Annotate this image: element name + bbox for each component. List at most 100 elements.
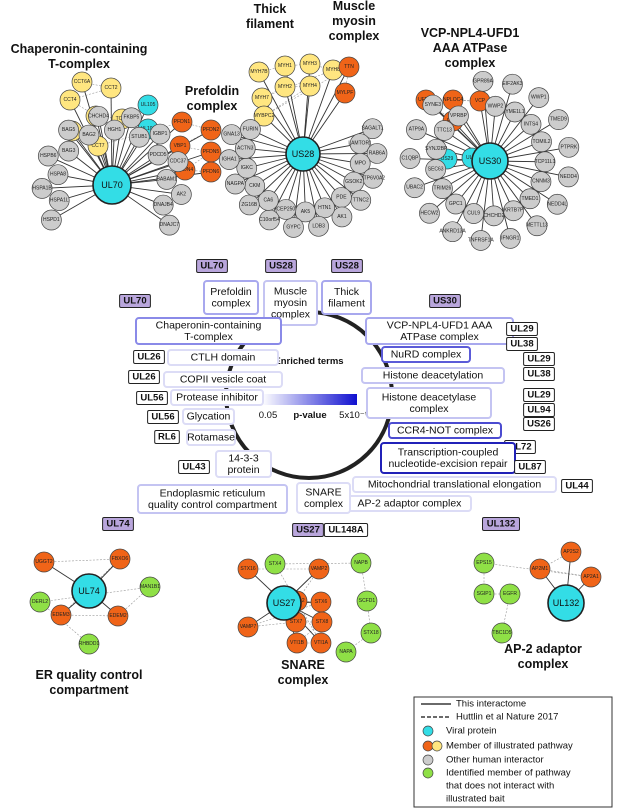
node-wwp1: WWP1: [528, 87, 550, 108]
node-hgh1: HGH1: [104, 119, 125, 141]
node-scfd1: SCFD1: [356, 590, 378, 612]
node-label: UBAC2: [406, 185, 423, 191]
term-box: [167, 349, 279, 366]
bait-tag-label: UL26: [137, 352, 160, 363]
node-circle: [473, 552, 495, 574]
node-label: METTL13: [526, 223, 548, 229]
node-circle: [218, 149, 240, 170]
hub-ul74: UL74: [71, 573, 107, 609]
bait-tag-label: UL70: [123, 296, 146, 307]
node-circle: [286, 632, 308, 654]
node-label: TBC1D5: [492, 630, 511, 636]
node-circle: [433, 120, 455, 141]
node-tmed9: TMED9: [548, 109, 569, 130]
term-label: COPII vesicle coat: [180, 374, 266, 386]
node-circle: [335, 641, 357, 663]
node-cdc37: CDC37: [167, 151, 189, 173]
node-label: TCP11L1: [535, 159, 556, 165]
bait-tag-label: UL70: [200, 261, 223, 272]
node-label: MYH3: [303, 61, 317, 67]
node-gsok2: GSOK2: [343, 171, 365, 193]
legend-label: Huttlin et al Nature 2017: [456, 712, 558, 723]
node-circle: [149, 123, 171, 145]
node-cnnm3: CNNM3: [530, 171, 552, 193]
node-label: MPO: [355, 160, 367, 166]
node-ankrd13a: ANKRD13A: [439, 221, 466, 243]
node-circle: [78, 633, 100, 655]
term-label: CTLH domain: [191, 352, 256, 364]
legend-item-illustrated-bait: illustrated bait: [446, 794, 505, 805]
bait-tag-ul43: UL43: [178, 460, 210, 474]
pvalue-label: p-value: [293, 410, 326, 421]
network-title: Chaperonin-containing: [11, 42, 148, 56]
bait-tag-label: US26: [527, 419, 551, 430]
node-circle: [264, 553, 286, 575]
bait-tag-ul26: UL26: [133, 350, 165, 364]
pvalue-low: 0.05: [259, 410, 278, 421]
node-yme1l1: YME1L1: [504, 101, 526, 123]
hub-ul132: UL132: [547, 584, 585, 622]
node-cct6a: CCT6A: [71, 71, 93, 93]
network-title: SNARE: [281, 658, 325, 672]
node-circle: [237, 558, 259, 580]
node-circle: [107, 605, 129, 627]
legend-dot-icon: [422, 767, 434, 779]
node-man1b1: MAN1B1: [139, 576, 161, 598]
node-hspb6: HSPB6: [37, 145, 59, 167]
term-box: [135, 317, 282, 345]
node-label: NAPB: [354, 560, 368, 566]
node-chchd4: CHCHD4: [88, 105, 109, 127]
network-title: VCP-NPL4-UFD1: [421, 26, 520, 40]
legend-label: illustrated bait: [446, 794, 505, 805]
node-myh4: MYH4: [299, 75, 321, 97]
node-bag5: BAG5: [58, 119, 79, 141]
node-ckm: CKM: [244, 175, 266, 197]
node-circle: [147, 144, 169, 166]
bait-tag-label: US27: [296, 525, 320, 536]
legend-dot-icon: [431, 740, 443, 752]
node-circle: [432, 178, 453, 199]
bait-tag-box: [102, 517, 134, 531]
node-label: DNAJC7: [160, 222, 180, 228]
bait-tag-us27: US27: [292, 523, 324, 537]
node-label: GNA13: [223, 132, 240, 138]
legend-dot-icon: [422, 754, 434, 766]
node-label: VBP1: [174, 143, 187, 149]
node-stx4: STX4: [264, 553, 286, 575]
node-circle: [473, 583, 495, 605]
node-ttc13: TTC13: [433, 120, 455, 141]
node-label: UL105: [141, 102, 156, 108]
node-bag2: BAG2: [78, 124, 100, 146]
node-eif2ak3: EIF2AK3: [502, 73, 523, 95]
node-label: MYLPF: [337, 90, 354, 96]
literature-edge: [60, 614, 119, 617]
node-label: STX16: [240, 566, 256, 572]
node-label: HSPA8: [50, 172, 66, 178]
node-circle: [128, 126, 150, 148]
node-label: CCT2: [104, 85, 117, 91]
term-box: [163, 371, 283, 388]
node-circle: [47, 164, 69, 186]
term-box: [296, 482, 351, 514]
node-tnfrsf1a: TNFRSF1A: [468, 230, 494, 251]
node-circle: [121, 107, 142, 129]
node-circle: [558, 166, 579, 188]
node-gypc: GYPC: [283, 217, 304, 238]
node-pfdn2: PFDN2: [200, 119, 222, 141]
bait-tag-box: [147, 410, 179, 424]
node-label: ANKRD13A: [439, 229, 466, 235]
node-rab6a: RAB6A: [366, 143, 388, 164]
node-ul105: UL105: [137, 94, 159, 116]
network-title: AP-2 adaptor: [504, 642, 582, 656]
node-circle: [360, 622, 382, 644]
term-label: complex: [271, 309, 311, 321]
term-label: complex: [304, 498, 344, 510]
node-circle: [167, 151, 189, 173]
term-box: [366, 387, 492, 419]
bait-tag-rl6: RL6: [154, 430, 180, 444]
bait-tag-box: [523, 417, 555, 431]
legend-item-viral-protein: Viral protein: [422, 726, 497, 737]
bait-tag-label: UL87: [518, 462, 541, 473]
